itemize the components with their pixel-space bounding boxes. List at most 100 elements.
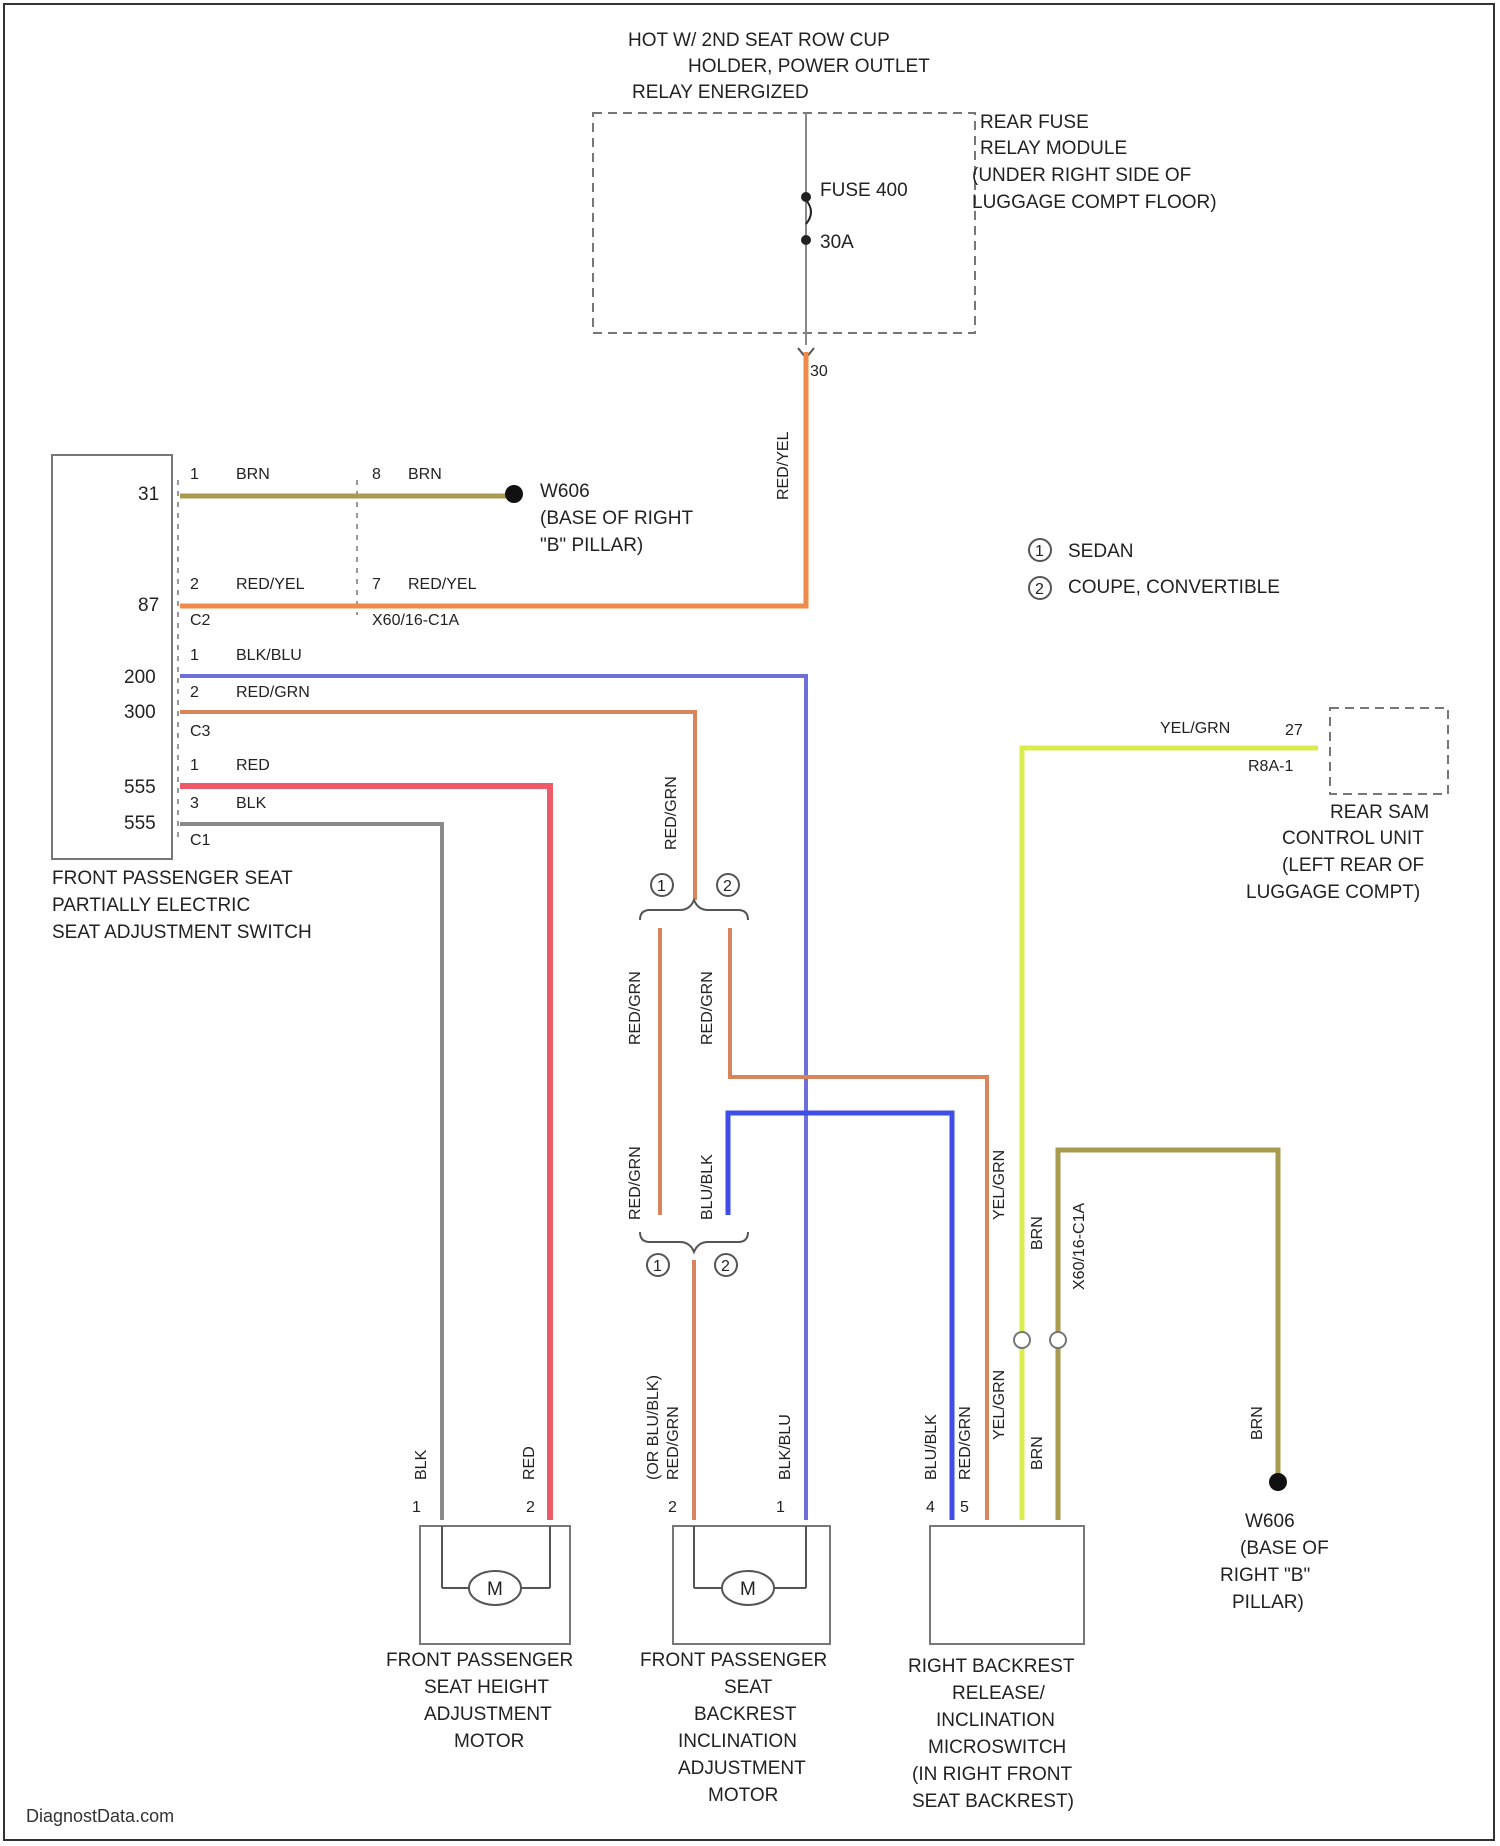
inline-connector-brn: [1050, 1332, 1066, 1348]
pin-2-redyel: 2: [190, 576, 199, 593]
wire-red-label: RED: [236, 757, 270, 774]
variant-1-upper-num: 1: [657, 878, 666, 895]
switch-terminal-87: 87: [138, 595, 159, 616]
wire-backrest-redgrn-label: RED/GRN: [665, 1406, 682, 1480]
pin-2-red-motor: 2: [526, 1499, 535, 1516]
height-motor-symbol: M: [487, 1579, 503, 1600]
variant-2-upper-num: 2: [723, 878, 732, 895]
connector-c1: C1: [190, 832, 211, 849]
wire-brn-vertical-label-2: BRN: [1029, 1436, 1046, 1470]
backrest-motor-label-5: ADJUSTMENT: [678, 1758, 806, 1779]
height-motor-label-1: FRONT PASSENGER: [386, 1650, 573, 1671]
title-line-3: RELAY ENERGIZED: [632, 82, 809, 103]
wire-yel-grn: [1022, 748, 1318, 1520]
wire-brn-vertical-label: BRN: [1029, 1216, 1046, 1250]
wire-blk-blu: [180, 676, 806, 1520]
wire-redgrn-coupe-label: RED/GRN: [699, 971, 716, 1045]
wire-yelgrn-label: YEL/GRN: [1160, 720, 1230, 737]
rear-fuse-module-box: [593, 113, 975, 333]
connector-c3: C3: [190, 723, 211, 740]
wire-redgrn-label: RED/GRN: [236, 684, 310, 701]
footer-watermark: DiagnostData.com: [26, 1806, 174, 1826]
wire-blublk-coupe-label: BLU/BLK: [699, 1154, 716, 1220]
backrest-motor-label-2: SEAT: [724, 1677, 773, 1698]
ground-top-node: [505, 485, 523, 503]
pin-1-blk-motor: 1: [412, 1499, 421, 1516]
backrest-motor-symbol: M: [740, 1579, 756, 1600]
rear-sam-box: [1330, 708, 1448, 794]
legend-1-text: SEDAN: [1068, 541, 1133, 562]
switch-terminal-555a: 555: [124, 777, 156, 798]
pin-1-brn: 1: [190, 466, 199, 483]
pin-2-backrest-motor: 2: [668, 1499, 677, 1516]
pin-2-redgrn: 2: [190, 684, 199, 701]
microswitch-label-4: MICROSWITCH: [928, 1737, 1066, 1758]
pin-1-red: 1: [190, 757, 199, 774]
wire-redgrn-sedan-a-label: RED/GRN: [627, 971, 644, 1045]
connector-c2: C2: [190, 612, 211, 629]
seat-adjustment-switch-box: [52, 455, 172, 859]
bottom-connector-label: X60/16-C1A: [1071, 1203, 1088, 1290]
inline-connector-yel: [1014, 1332, 1030, 1348]
pin-8-brn: 8: [372, 466, 381, 483]
ground-top-label-1: W606: [540, 481, 590, 502]
rear-sam-label-1: REAR SAM: [1330, 802, 1429, 823]
wire-redyel-label-1: RED/YEL: [236, 576, 305, 593]
legend-1-num: 1: [1035, 543, 1044, 560]
wire-brn-right: [1058, 1150, 1278, 1520]
wire-yelgrn-vertical-label-2: YEL/GRN: [991, 1370, 1008, 1440]
fuse-label: FUSE 400: [820, 180, 908, 201]
rear-fuse-label-2: RELAY MODULE: [980, 138, 1127, 159]
switch-terminal-555b: 555: [124, 813, 156, 834]
microswitch-label-5: (IN RIGHT FRONT: [912, 1764, 1072, 1785]
variant-lower-brace: [640, 1232, 748, 1252]
rear-fuse-label-3: (UNDER RIGHT SIDE OF: [972, 165, 1191, 186]
ground-right-label-3: RIGHT "B": [1220, 1565, 1310, 1586]
switch-label-2: PARTIALLY ELECTRIC: [52, 895, 250, 916]
rear-sam-label-3: (LEFT REAR OF: [1282, 855, 1424, 876]
microswitch-box: [930, 1526, 1084, 1644]
pin-5-microswitch: 5: [960, 1499, 969, 1516]
variant-2-lower-num: 2: [721, 1258, 730, 1275]
wire-red-yel: [180, 352, 806, 606]
ground-right-label-1: W606: [1245, 1511, 1295, 1532]
backrest-motor-label-4: INCLINATION: [678, 1731, 797, 1752]
switch-label-3: SEAT ADJUSTMENT SWITCH: [52, 922, 312, 943]
backrest-motor-label-1: FRONT PASSENGER: [640, 1650, 827, 1671]
title-line-1: HOT W/ 2ND SEAT ROW CUP: [628, 30, 890, 51]
microswitch-label-1: RIGHT BACKREST: [908, 1656, 1075, 1677]
pin-4-microswitch: 4: [926, 1499, 935, 1516]
ground-top-label-3: "B" PILLAR): [540, 535, 643, 556]
switch-terminal-300: 300: [124, 702, 156, 723]
microswitch-label-3: INCLINATION: [936, 1710, 1055, 1731]
ground-right-label-2: (BASE OF: [1240, 1538, 1329, 1559]
wire-blk-label: BLK: [236, 795, 267, 812]
wire-redyel-vertical-label: RED/YEL: [775, 431, 792, 500]
rear-fuse-label-1: REAR FUSE: [980, 112, 1089, 133]
pin-3-blk: 3: [190, 795, 199, 812]
pin-7-redyel: 7: [372, 576, 381, 593]
legend-2-num: 2: [1035, 581, 1044, 598]
rear-sam-connector: R8A-1: [1248, 758, 1293, 775]
wire-redyel-label-2: RED/YEL: [408, 576, 477, 593]
variant-1-lower-num: 1: [653, 1258, 662, 1275]
ground-right-node: [1269, 1473, 1287, 1491]
wire-backrest-alt-label: (OR BLU/BLK): [645, 1375, 662, 1480]
wire-redgrn-vertical-label: RED/GRN: [663, 776, 680, 850]
wire-brn-label-1: BRN: [236, 466, 270, 483]
microswitch-label-2: RELEASE/: [952, 1683, 1046, 1704]
rear-sam-pin: 27: [1285, 722, 1303, 739]
switch-terminal-31: 31: [138, 484, 159, 505]
wire-yelgrn-vertical-label: YEL/GRN: [991, 1150, 1008, 1220]
ground-top-label-2: (BASE OF RIGHT: [540, 508, 693, 529]
wire-backrest-blkblu-label: BLK/BLU: [777, 1414, 794, 1480]
fuse-rating: 30A: [820, 232, 854, 253]
switch-terminal-200: 200: [124, 667, 156, 688]
rear-fuse-label-4: LUGGAGE COMPT FLOOR): [972, 192, 1217, 213]
wire-brn-label-2: BRN: [408, 466, 442, 483]
pin-1-backrest-motor: 1: [776, 1499, 785, 1516]
fuse-node-bottom: [801, 235, 811, 245]
title-line-2: HOLDER, POWER OUTLET: [688, 56, 930, 77]
height-motor-label-3: ADJUSTMENT: [424, 1704, 552, 1725]
